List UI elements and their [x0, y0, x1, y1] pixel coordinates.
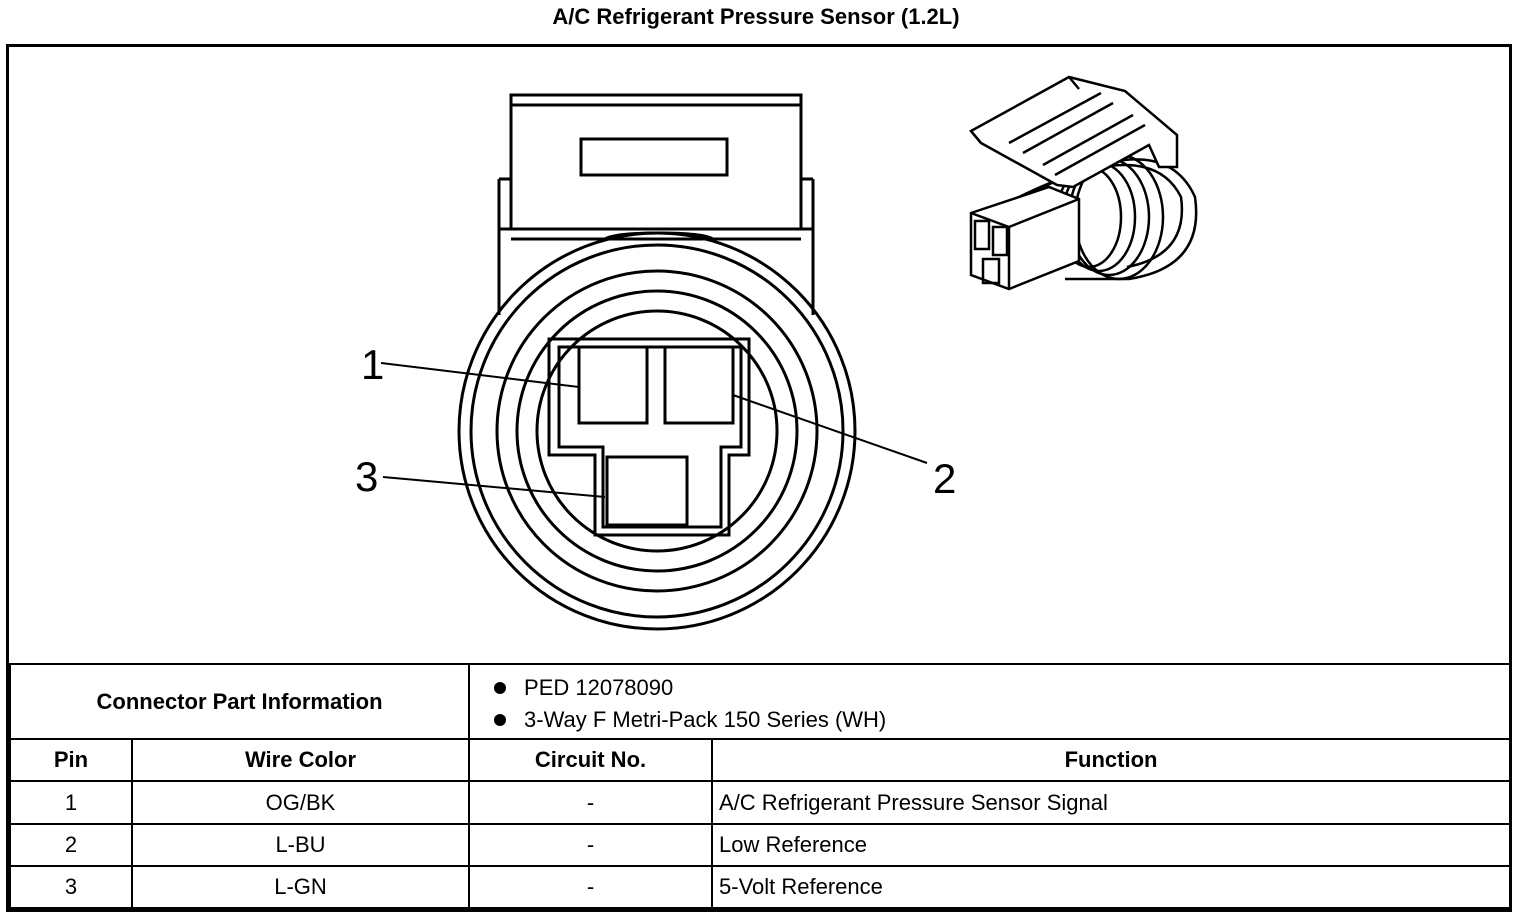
- table-header-row: Pin Wire Color Circuit No. Function: [9, 738, 1512, 783]
- pin-1-cavity: [577, 345, 649, 425]
- connector-illustration: 1 2 3: [9, 47, 1509, 663]
- header-circuit-no: Circuit No.: [468, 738, 714, 783]
- table-row: 1 OG/BK - A/C Refrigerant Pressure Senso…: [9, 780, 1512, 825]
- wire-color-cell: L-BU: [130, 822, 471, 867]
- header-wire-color: Wire Color: [130, 738, 471, 783]
- outer-ring: [457, 231, 857, 631]
- circuit-no-cell: -: [468, 864, 714, 910]
- table-row: 2 L-BU - Low Reference: [9, 822, 1512, 867]
- function-cell: 5-Volt Reference: [711, 864, 1512, 910]
- header-pin: Pin: [9, 738, 133, 783]
- connector-latch-housing: [509, 93, 803, 231]
- part-info-item: PED 12078090: [490, 672, 1509, 704]
- connector-isometric-view: [969, 75, 1198, 291]
- pin-3-cavity: [605, 455, 689, 527]
- connector-part-info-details: PED 12078090 3-Way F Metri-Pack 150 Seri…: [468, 662, 1512, 741]
- pin-2-cavity: [663, 345, 735, 425]
- connector-part-info-row: Connector Part Information PED 12078090 …: [8, 662, 1512, 741]
- callout-1: 1: [361, 341, 384, 388]
- circuit-no-cell: -: [468, 822, 714, 867]
- connector-pinout-table: Connector Part Information PED 12078090 …: [8, 662, 1512, 910]
- function-cell: A/C Refrigerant Pressure Sensor Signal: [711, 780, 1512, 825]
- table-row: 3 L-GN - 5-Volt Reference: [9, 864, 1512, 910]
- connector-part-info-list: PED 12078090 3-Way F Metri-Pack 150 Seri…: [470, 668, 1509, 736]
- wire-color-cell: OG/BK: [130, 780, 471, 825]
- pin-cell: 1: [9, 780, 133, 825]
- leader-line-3: [382, 476, 606, 498]
- pin-cell: 3: [9, 864, 133, 910]
- connector-part-info-label: Connector Part Information: [8, 662, 471, 741]
- terminal-cavity: [547, 337, 751, 537]
- circuit-no-cell: -: [468, 780, 714, 825]
- leader-line-2: [732, 394, 928, 464]
- diagram-frame: 1 2 3: [6, 44, 1512, 912]
- latch-window: [579, 137, 729, 177]
- wire-color-cell: L-GN: [130, 864, 471, 910]
- diagram-title: A/C Refrigerant Pressure Sensor (1.2L): [552, 4, 960, 29]
- function-cell: Low Reference: [711, 822, 1512, 867]
- callout-3: 3: [355, 453, 378, 500]
- leader-line-1: [380, 362, 580, 388]
- callout-2: 2: [933, 455, 956, 502]
- pin-cell: 2: [9, 822, 133, 867]
- header-function: Function: [711, 738, 1512, 783]
- part-info-item: 3-Way F Metri-Pack 150 Series (WH): [490, 704, 1509, 736]
- connector-drawing: 1 2 3: [355, 75, 1198, 631]
